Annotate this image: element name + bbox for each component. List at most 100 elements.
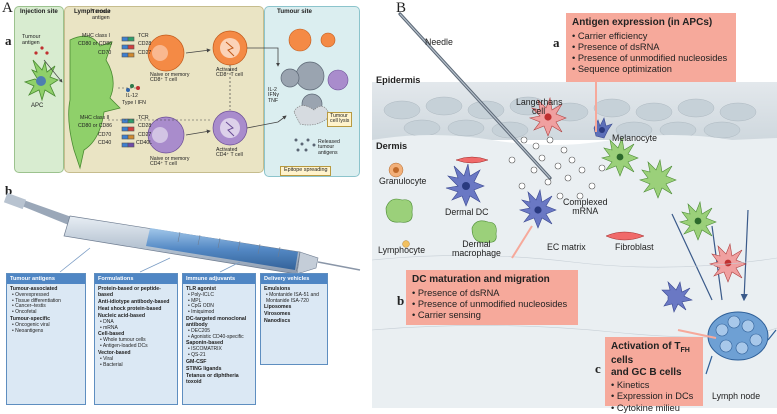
lymph-node-apc-icon: [68, 35, 121, 170]
tcr-top-label: TCR: [138, 33, 149, 39]
list-item: Expression in DCs: [611, 391, 697, 402]
cd8-in-tumour-icon: [288, 28, 312, 52]
cd80-bottom-label: CD80 or CD86: [78, 123, 113, 129]
table-category: Anti-idiotype antibody-based: [98, 298, 170, 305]
cd28-top-label: CD28: [138, 41, 152, 47]
list-item: Presence of unmodified nucleosides: [572, 53, 730, 64]
lymphocyte-label: Lymphocyte: [378, 245, 426, 255]
dc-maturation-title: DC maturation and migration: [412, 274, 550, 285]
panel-a-artwork: [23, 28, 349, 170]
mhc-class-ii-label: MHC class II: [80, 115, 110, 121]
list-item: Presence of dsRNA: [412, 288, 572, 299]
table-category: Emulsions: [264, 286, 291, 292]
il12-label: IL-12: [126, 93, 138, 99]
panel-letter-b: B: [396, 0, 407, 16]
lymph-node-label-b: Lymph node: [712, 391, 761, 401]
table-header: Delivery vehicles: [261, 274, 327, 284]
dermal-dc-label: Dermal DC: [445, 207, 489, 217]
table-item: CpG ODN: [186, 304, 252, 310]
granulocyte-label: Granulocyte: [379, 176, 427, 186]
table-item: Tissue differentiation: [10, 298, 82, 305]
dermal-macrophage-icon: [385, 198, 497, 243]
dc-maturation-box: DC maturation and migration Presence of …: [406, 270, 578, 325]
cd27-top-label: CD27: [138, 50, 152, 56]
sub-letter-a: a: [5, 33, 12, 48]
cd27-bottom-label: CD27: [138, 132, 152, 138]
ec-matrix-label: EC matrix: [547, 242, 586, 252]
table-category: DC-targeted monoclonal antibody: [186, 315, 247, 328]
table-category: Tetanus or diphtheria toxoid: [186, 372, 239, 385]
list-item: Carrier efficiency: [572, 31, 730, 42]
cd40l-bottom-label: CD40L: [136, 140, 153, 146]
panel-letter-a: A: [2, 0, 13, 16]
table-item: DEC205: [186, 328, 252, 335]
melanocyte-icon: [593, 117, 613, 139]
tcr-bottom-label: TCR: [138, 115, 149, 121]
syringe-illustration: [3, 192, 361, 276]
table-item: Oncogenic viral: [10, 322, 82, 329]
table-category: Saponin-based: [186, 340, 224, 347]
table-item: ISCOMATRIX: [186, 347, 252, 353]
table-item: MPL: [186, 298, 252, 305]
table-header: Tumour antigens: [7, 274, 85, 284]
table-header: Immune adjuvants: [183, 274, 255, 284]
apc-label: APC: [31, 103, 44, 109]
table-category: Virosomes: [264, 311, 291, 318]
apc-cell-icon: [23, 59, 59, 102]
lymph-node-icon: [705, 311, 777, 375]
antigen-expression-box: Antigen expression (in APCs) Carrier eff…: [566, 13, 736, 82]
table-category: Nanodiscs: [264, 318, 291, 325]
table-item: mRNA: [98, 325, 174, 332]
table-item: Whole tumour cells: [98, 338, 174, 344]
table-item: Antigen-loaded DCs: [98, 343, 174, 350]
table-item: QS-21: [186, 352, 252, 359]
table-category: Tumour-associated: [10, 286, 58, 292]
cd4-in-tumour-icon: [327, 69, 349, 91]
table-category: STING ligands: [186, 365, 222, 372]
list-item: Cytokine milieu: [611, 403, 697, 414]
table-header: Formulations: [95, 274, 177, 284]
dc-maturation-list: Presence of dsRNAPresence of unmodified …: [412, 288, 572, 322]
box-a-letter: a: [553, 35, 560, 50]
needle-label: Needle: [425, 37, 453, 47]
table-category: Cell-based: [98, 331, 125, 338]
table-delivery-vehicles: Delivery vehiclesEmulsionsMontanide ISA-…: [260, 273, 328, 365]
complexed-mrna-dc-icon: [518, 188, 557, 229]
table-item: Poly-ICLC: [186, 292, 252, 299]
cd70-bottom-label: CD70: [98, 132, 112, 138]
melanocyte-label: Melanocyte: [612, 133, 657, 143]
dermis-label: Dermis: [376, 141, 408, 151]
epitope-spreading-label: Epitope spreading: [280, 166, 332, 176]
table-item: Viral: [98, 356, 174, 363]
lymphocyte-icon: [402, 240, 410, 248]
table-category: Heat shock protein-based: [98, 305, 162, 312]
dermal-dc-icon: [445, 163, 485, 207]
table-item: Overexpressed: [10, 292, 82, 299]
list-item: Sequence optimization: [572, 64, 730, 75]
table-tumour-antigens: Tumour antigensTumour-associatedOverexpr…: [6, 273, 86, 405]
mhc-class-i-label: MHC class I: [82, 33, 110, 39]
cd70-top-label: CD70: [98, 50, 112, 56]
injection-site-label: Injection site: [20, 8, 58, 15]
fibroblast-label: Fibroblast: [615, 242, 654, 252]
list-item: Kinetics: [611, 380, 697, 391]
table-item: Cancer–testis: [10, 304, 82, 310]
tumour-cell-icon: [295, 61, 325, 91]
table-item: Agonistic CD40-specific: [186, 334, 252, 341]
granulocyte-icon: [388, 162, 404, 178]
type1-ifn-label: Type I IFN: [122, 100, 146, 106]
lymph-node-label: Lymph node: [74, 8, 111, 15]
antigen-expression-list: Carrier efficiencyPresence of dsRNAPrese…: [572, 31, 730, 76]
table-item: Montanide ISA-51 and Montanide ISA-720: [264, 292, 324, 305]
